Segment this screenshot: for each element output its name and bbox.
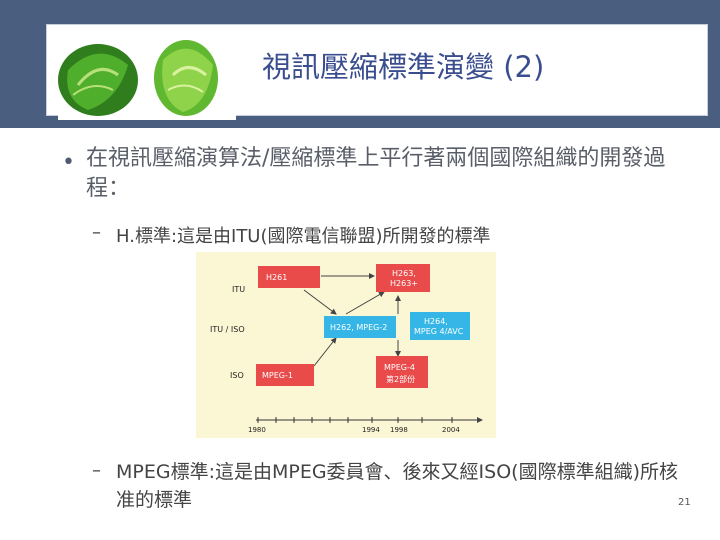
row-label-iso: ISO	[230, 371, 244, 380]
box-h261	[258, 266, 320, 288]
box-h264	[410, 312, 470, 340]
box-mpeg4	[376, 356, 428, 388]
row-label-ituiso: ITU / ISO	[210, 325, 245, 334]
arrow-mpeg1-h262	[313, 337, 337, 367]
box-h262-label: H262, MPEG-2	[330, 323, 387, 332]
box-h264-label-2: MPEG 4/AVC	[414, 327, 464, 336]
box-h261-label: H261	[266, 273, 287, 282]
arrow-h262-h263	[345, 291, 385, 315]
standards-timeline-diagram: ITU ITU / ISO ISO H261 H263, H263+ MPEG-…	[196, 252, 496, 438]
year-1994: 1994	[362, 426, 380, 434]
sub-bullet-h-standard: H.標準:這是由ITU(國際電信聯盟)所開發的標準	[116, 226, 491, 247]
box-mpeg1-label: MPEG-1	[262, 371, 293, 380]
axis-ticks	[257, 417, 453, 423]
slide-title: 視訊壓縮標準演變 (2)	[262, 50, 545, 84]
year-1980: 1980	[248, 426, 266, 434]
page-number: 21	[678, 497, 691, 508]
box-h264-label-1: H264,	[424, 317, 448, 326]
box-h263	[376, 264, 430, 292]
row-label-itu: ITU	[232, 285, 245, 294]
year-1998: 1998	[390, 426, 408, 434]
diagram-background	[196, 252, 496, 438]
arrow-h261-h262	[303, 289, 337, 315]
box-mpeg1	[256, 364, 314, 386]
box-mpeg4-label-2: 第2部份	[386, 374, 415, 384]
main-bullet: 在視訊壓縮演算法/壓縮標準上平行著兩個國際組織的開發過程：	[86, 146, 666, 201]
year-2004: 2004	[442, 426, 460, 434]
sub-dash-1: –	[92, 222, 101, 243]
bullet-dot: •	[62, 150, 75, 175]
box-h263-label-2: H263+	[390, 279, 418, 288]
box-h263-label-1: H263,	[392, 269, 416, 278]
sub-bullet-mpeg-standard: MPEG標準:這是由MPEG委員會、後來又經ISO(國際標準組織)所核准的標準	[116, 461, 679, 511]
sub-dash-2: –	[92, 460, 101, 481]
leaf-image	[58, 30, 236, 120]
box-mpeg4-label-1: MPEG-4	[384, 363, 415, 372]
box-h262	[324, 316, 396, 338]
